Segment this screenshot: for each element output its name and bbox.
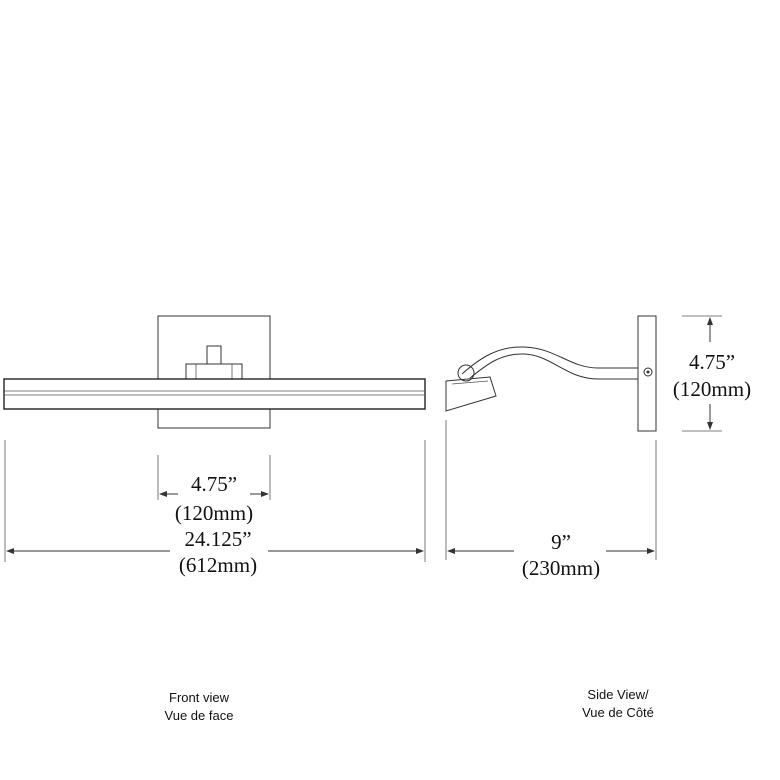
- side-view: 4.75” (120mm) 9” (230mm) Side View/ Vue …: [445, 315, 751, 720]
- side-projection-inches: 9”: [551, 530, 571, 554]
- side-light-head: [445, 376, 497, 412]
- front-bracket-width-mm: (120mm): [175, 501, 253, 525]
- front-light-bar: [3, 378, 426, 410]
- front-view-caption-line1: Front view: [169, 690, 230, 705]
- side-projection-mm: (230mm): [522, 556, 600, 580]
- side-wall-plate: [637, 315, 657, 432]
- side-pivot: [457, 364, 475, 382]
- side-bracket-height-mm: (120mm): [673, 377, 751, 401]
- side-arm: [461, 346, 638, 375]
- front-overall-width-inches: 24.125”: [184, 527, 251, 551]
- front-wall-plate: [157, 315, 271, 429]
- side-view-caption-line1: Side View/: [587, 687, 649, 702]
- front-knuckle-body: [185, 363, 243, 380]
- side-mount-screw: [643, 367, 653, 377]
- front-bracket-width-inches: 4.75”: [191, 472, 237, 496]
- front-view: 4.75” (120mm) 24.125” (612mm) Front view…: [3, 315, 426, 723]
- side-view-caption-line2: Vue de Côté: [582, 705, 654, 720]
- front-overall-width-mm: (612mm): [179, 553, 257, 577]
- side-bracket-height-inches: 4.75”: [689, 350, 735, 374]
- front-view-caption-line2: Vue de face: [165, 708, 234, 723]
- front-knuckle-top: [206, 345, 222, 365]
